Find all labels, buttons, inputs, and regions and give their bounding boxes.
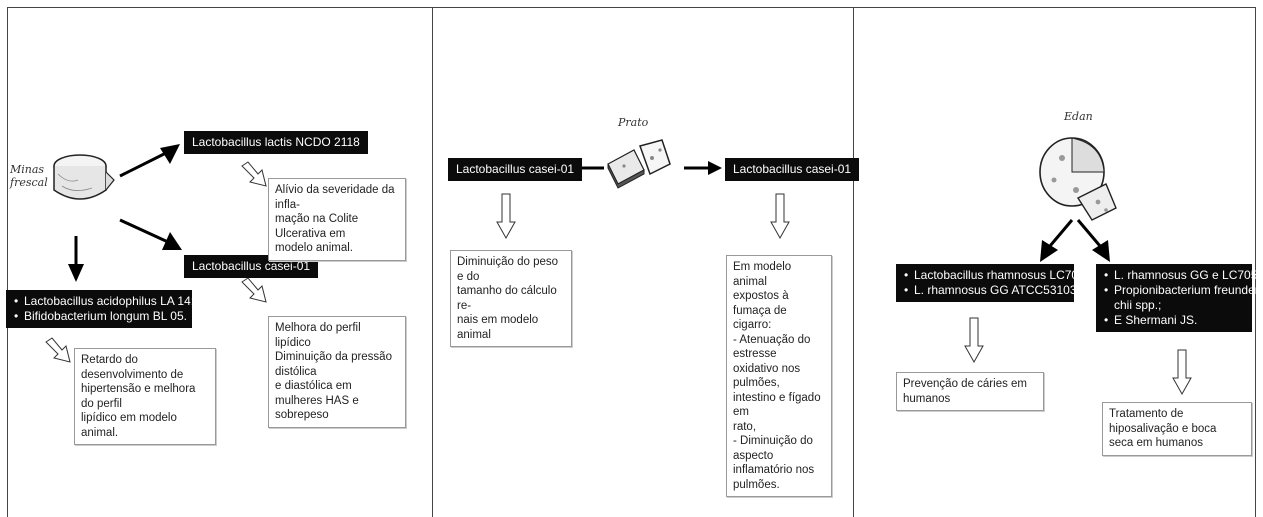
arrow-to-lactis [119,144,180,178]
effect-box: Em modelo animal expostos à fumaça de ci… [726,255,832,497]
cheese-label-prato: Prato [618,116,649,129]
strain-item: Lactobacillus acidophilus LA 14; [14,294,194,309]
strain-item: E Shermani JS. [1104,313,1246,328]
effect-box: Alívio da severidade da infla- mação na … [268,178,406,261]
arrow-down-minas [68,236,84,282]
effect-box: Tratamento de hiposalivação e boca seca … [1102,402,1252,456]
strain-item: L. rhamnosus GG e LC705; [1104,268,1261,283]
effect-box: Retardo do desenvolvimento de hipertensã… [74,348,216,445]
hollow-down-arrow [770,193,790,240]
prato-cheese-icon [607,139,671,189]
arrow-right-prato [684,161,722,175]
cheese-label-minas: Minas frescal [10,163,48,189]
panel-divider [432,7,433,517]
panel-divider [853,7,854,517]
effect-box: Prevenção de cáries em humanos [896,372,1044,411]
strain-box: Lactobacillus casei-01 [725,158,860,181]
hollow-down-arrow [964,317,984,364]
hollow-down-arrow [1172,349,1192,396]
strain-item: Lactobacillus rhamnosus LC705 e; [904,268,1098,283]
hollow-down-arrow [496,193,516,240]
cheese-label-edan: Edan [1064,110,1093,123]
strain-box: Lactobacillus casei-01 [448,158,583,181]
arrow-down-left-edan [1040,219,1074,262]
strain-box: Lactobacillus lactis NCDO 2118 [184,131,368,154]
hollow-arrow [45,337,71,363]
strain-box: Lactobacillus acidophilus LA 14; Bifidob… [6,290,194,328]
strain-item: L. rhamnosus GG ATCC53103. [904,283,1080,298]
minas-cheese-icon [53,154,115,200]
arrow-down-right-edan [1076,219,1110,262]
figure-frame [7,7,1256,517]
strain-item: Propionibacterium freundenrei- [1104,283,1263,298]
effect-box: Diminuição do peso e do tamanho do cálcu… [450,250,572,347]
strain-box: L. rhamnosus GG e LC705; Propionibacteri… [1096,264,1263,332]
effect-box: Melhora do perfil lipídico Diminuição da… [268,316,406,428]
strain-box: Lactobacillus rhamnosus LC705 e; L. rham… [896,264,1098,302]
arrow-to-casei [119,218,182,250]
strain-item: Bifidobacterium longum BL 05. [14,309,187,324]
edan-cheese-icon [1039,137,1117,221]
strain-box: Lactobacillus casei-01 [184,255,319,278]
hollow-arrow [241,277,267,303]
strain-item-continuation: chii spp.; [1114,298,1162,312]
hollow-arrow [241,161,267,187]
